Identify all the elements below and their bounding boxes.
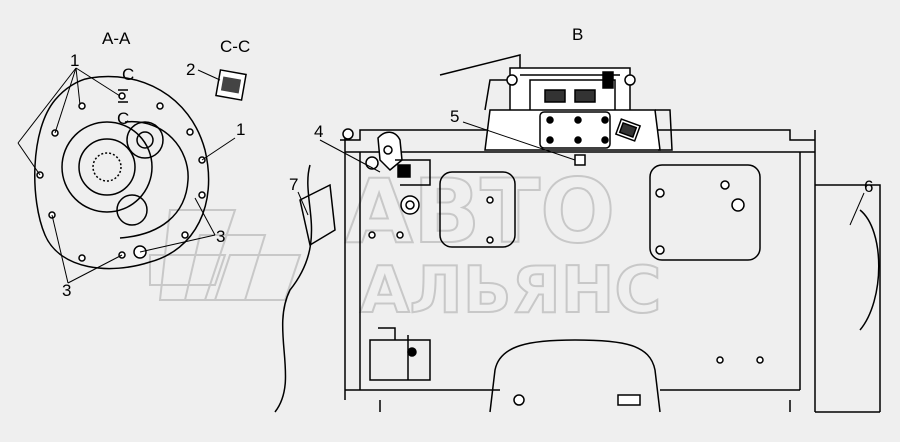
section-c-c-title: C-C bbox=[220, 37, 250, 56]
callout-7: 7 bbox=[289, 175, 298, 194]
flange-bolt-holes bbox=[36, 92, 206, 262]
callout-4: 4 bbox=[314, 122, 323, 141]
spline-shaft bbox=[92, 152, 122, 182]
rear-cover-plate bbox=[649, 164, 761, 261]
shift-mechanism bbox=[439, 54, 673, 166]
watermark-line2: АЛЬЯНС bbox=[360, 254, 661, 328]
callout-1-top: 1 bbox=[70, 51, 79, 70]
internal-wall bbox=[119, 121, 189, 239]
oil-pan bbox=[489, 339, 661, 413]
upper-bore-inner bbox=[136, 131, 154, 149]
section-c-c-detail bbox=[197, 69, 247, 101]
output-flange bbox=[815, 184, 881, 413]
callout-2: 2 bbox=[186, 60, 195, 79]
callout-6: 6 bbox=[864, 177, 873, 196]
upper-bore bbox=[126, 121, 164, 159]
flange-outline bbox=[34, 75, 210, 270]
left-break-line bbox=[274, 164, 313, 413]
callout-c-upper: C bbox=[122, 65, 134, 84]
callout-3-right: 3 bbox=[216, 227, 225, 246]
shaft-bore-outer bbox=[61, 121, 153, 213]
watermark: АВТО АЛЬЯНС bbox=[149, 159, 662, 329]
callout-1-right: 1 bbox=[236, 120, 245, 139]
callout-3-left: 3 bbox=[62, 281, 71, 300]
shift-lever bbox=[377, 131, 431, 186]
leader-lines-a-a bbox=[17, 67, 236, 284]
callout-5: 5 bbox=[450, 107, 459, 126]
c-section-mark bbox=[118, 89, 128, 103]
watermark-logo-stripes bbox=[149, 209, 302, 301]
left-mount-plate bbox=[299, 183, 336, 247]
view-b-title: B bbox=[572, 25, 583, 44]
callout-c-lower: C bbox=[117, 109, 129, 128]
labels: A-A C-C B 1 1 2 3 3 4 5 6 7 C C bbox=[62, 25, 873, 300]
shaft-bore-inner bbox=[78, 138, 136, 196]
section-a-a-view bbox=[34, 75, 210, 270]
lower-bore bbox=[116, 194, 148, 226]
section-a-a-title: A-A bbox=[102, 29, 131, 48]
lower-bracket bbox=[369, 339, 431, 381]
front-cover-plate bbox=[439, 171, 516, 248]
gearbox-housing bbox=[274, 128, 881, 413]
leader-lines-main bbox=[297, 121, 865, 226]
